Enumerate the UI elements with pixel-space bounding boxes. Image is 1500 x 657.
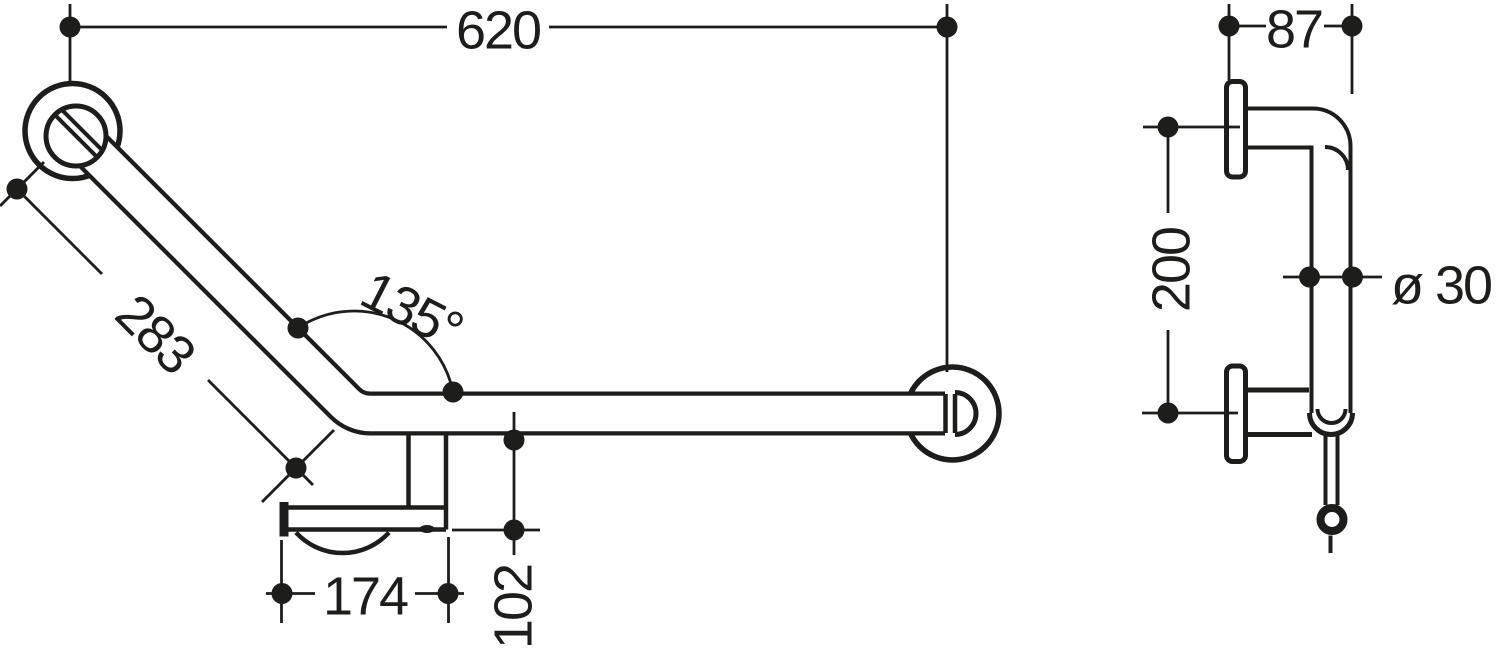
dim-label-87: 87 bbox=[1266, 0, 1322, 59]
left-flange-cap-edge-2 bbox=[53, 113, 99, 159]
dim-283-dot-lower bbox=[285, 457, 307, 479]
dim-label-174: 174 bbox=[323, 566, 408, 626]
grab-bar-core bbox=[60, 118, 945, 432]
bar-end-dome bbox=[954, 390, 979, 437]
dim-102-dot-top bbox=[503, 429, 525, 451]
dim-135-arc bbox=[297, 309, 455, 393]
dim-diameter-30 bbox=[1283, 266, 1382, 288]
dim-diameter-dot-right bbox=[1342, 266, 1363, 288]
dim-87-dot-right bbox=[1341, 15, 1363, 37]
dim-620 bbox=[59, 4, 958, 372]
holder-spring-arc bbox=[294, 530, 391, 556]
dim-135 bbox=[287, 309, 464, 403]
side-arm-junction-edge bbox=[1324, 145, 1350, 171]
dim-620-dot-left bbox=[59, 16, 81, 38]
dim-174-dot-right bbox=[437, 583, 459, 604]
dim-label-diameter-30: ø 30 bbox=[1391, 255, 1491, 315]
dim-135-dot-lower bbox=[442, 381, 464, 403]
dim-200 bbox=[1142, 116, 1240, 424]
dim-283 bbox=[0, 161, 335, 503]
dim-102 bbox=[452, 412, 540, 555]
front-view bbox=[22, 80, 1002, 556]
dimensions bbox=[0, 4, 1382, 623]
dimension-labels: 620 283 135° 174 102 87 200 ø 30 bbox=[104, 0, 1493, 649]
dim-label-620: 620 bbox=[456, 0, 540, 60]
dim-label-200: 200 bbox=[1141, 228, 1201, 312]
dim-135-dot-upper bbox=[287, 317, 309, 339]
dim-174-dot-left bbox=[271, 583, 293, 604]
dim-174 bbox=[266, 537, 464, 623]
dim-label-135deg: 135° bbox=[352, 260, 472, 361]
dim-200-dot-top bbox=[1157, 116, 1179, 138]
holder-pivot-nub bbox=[419, 525, 435, 533]
side-bar-bottom-inner-edge bbox=[1315, 408, 1348, 425]
dim-102-dot-bottom bbox=[503, 519, 525, 541]
dim-87 bbox=[1218, 4, 1363, 94]
dim-620-dot-right bbox=[936, 16, 958, 38]
left-flange-cap-edge-1 bbox=[60, 108, 104, 152]
dim-283-dot-upper bbox=[6, 178, 28, 200]
dim-283-line-upper bbox=[16, 188, 103, 275]
dim-200-dot-bottom bbox=[1157, 402, 1179, 424]
dim-label-283: 283 bbox=[104, 283, 206, 385]
holder-ring bbox=[1316, 504, 1348, 535]
side-bar-core bbox=[1243, 110, 1349, 413]
dim-label-102: 102 bbox=[483, 565, 543, 649]
side-view bbox=[1224, 79, 1355, 553]
side-top-wall-plate bbox=[1224, 79, 1248, 180]
dim-87-dot-left bbox=[1218, 15, 1240, 37]
side-bar-bottom-u bbox=[1307, 412, 1355, 437]
dim-diameter-dot-left bbox=[1299, 266, 1320, 288]
